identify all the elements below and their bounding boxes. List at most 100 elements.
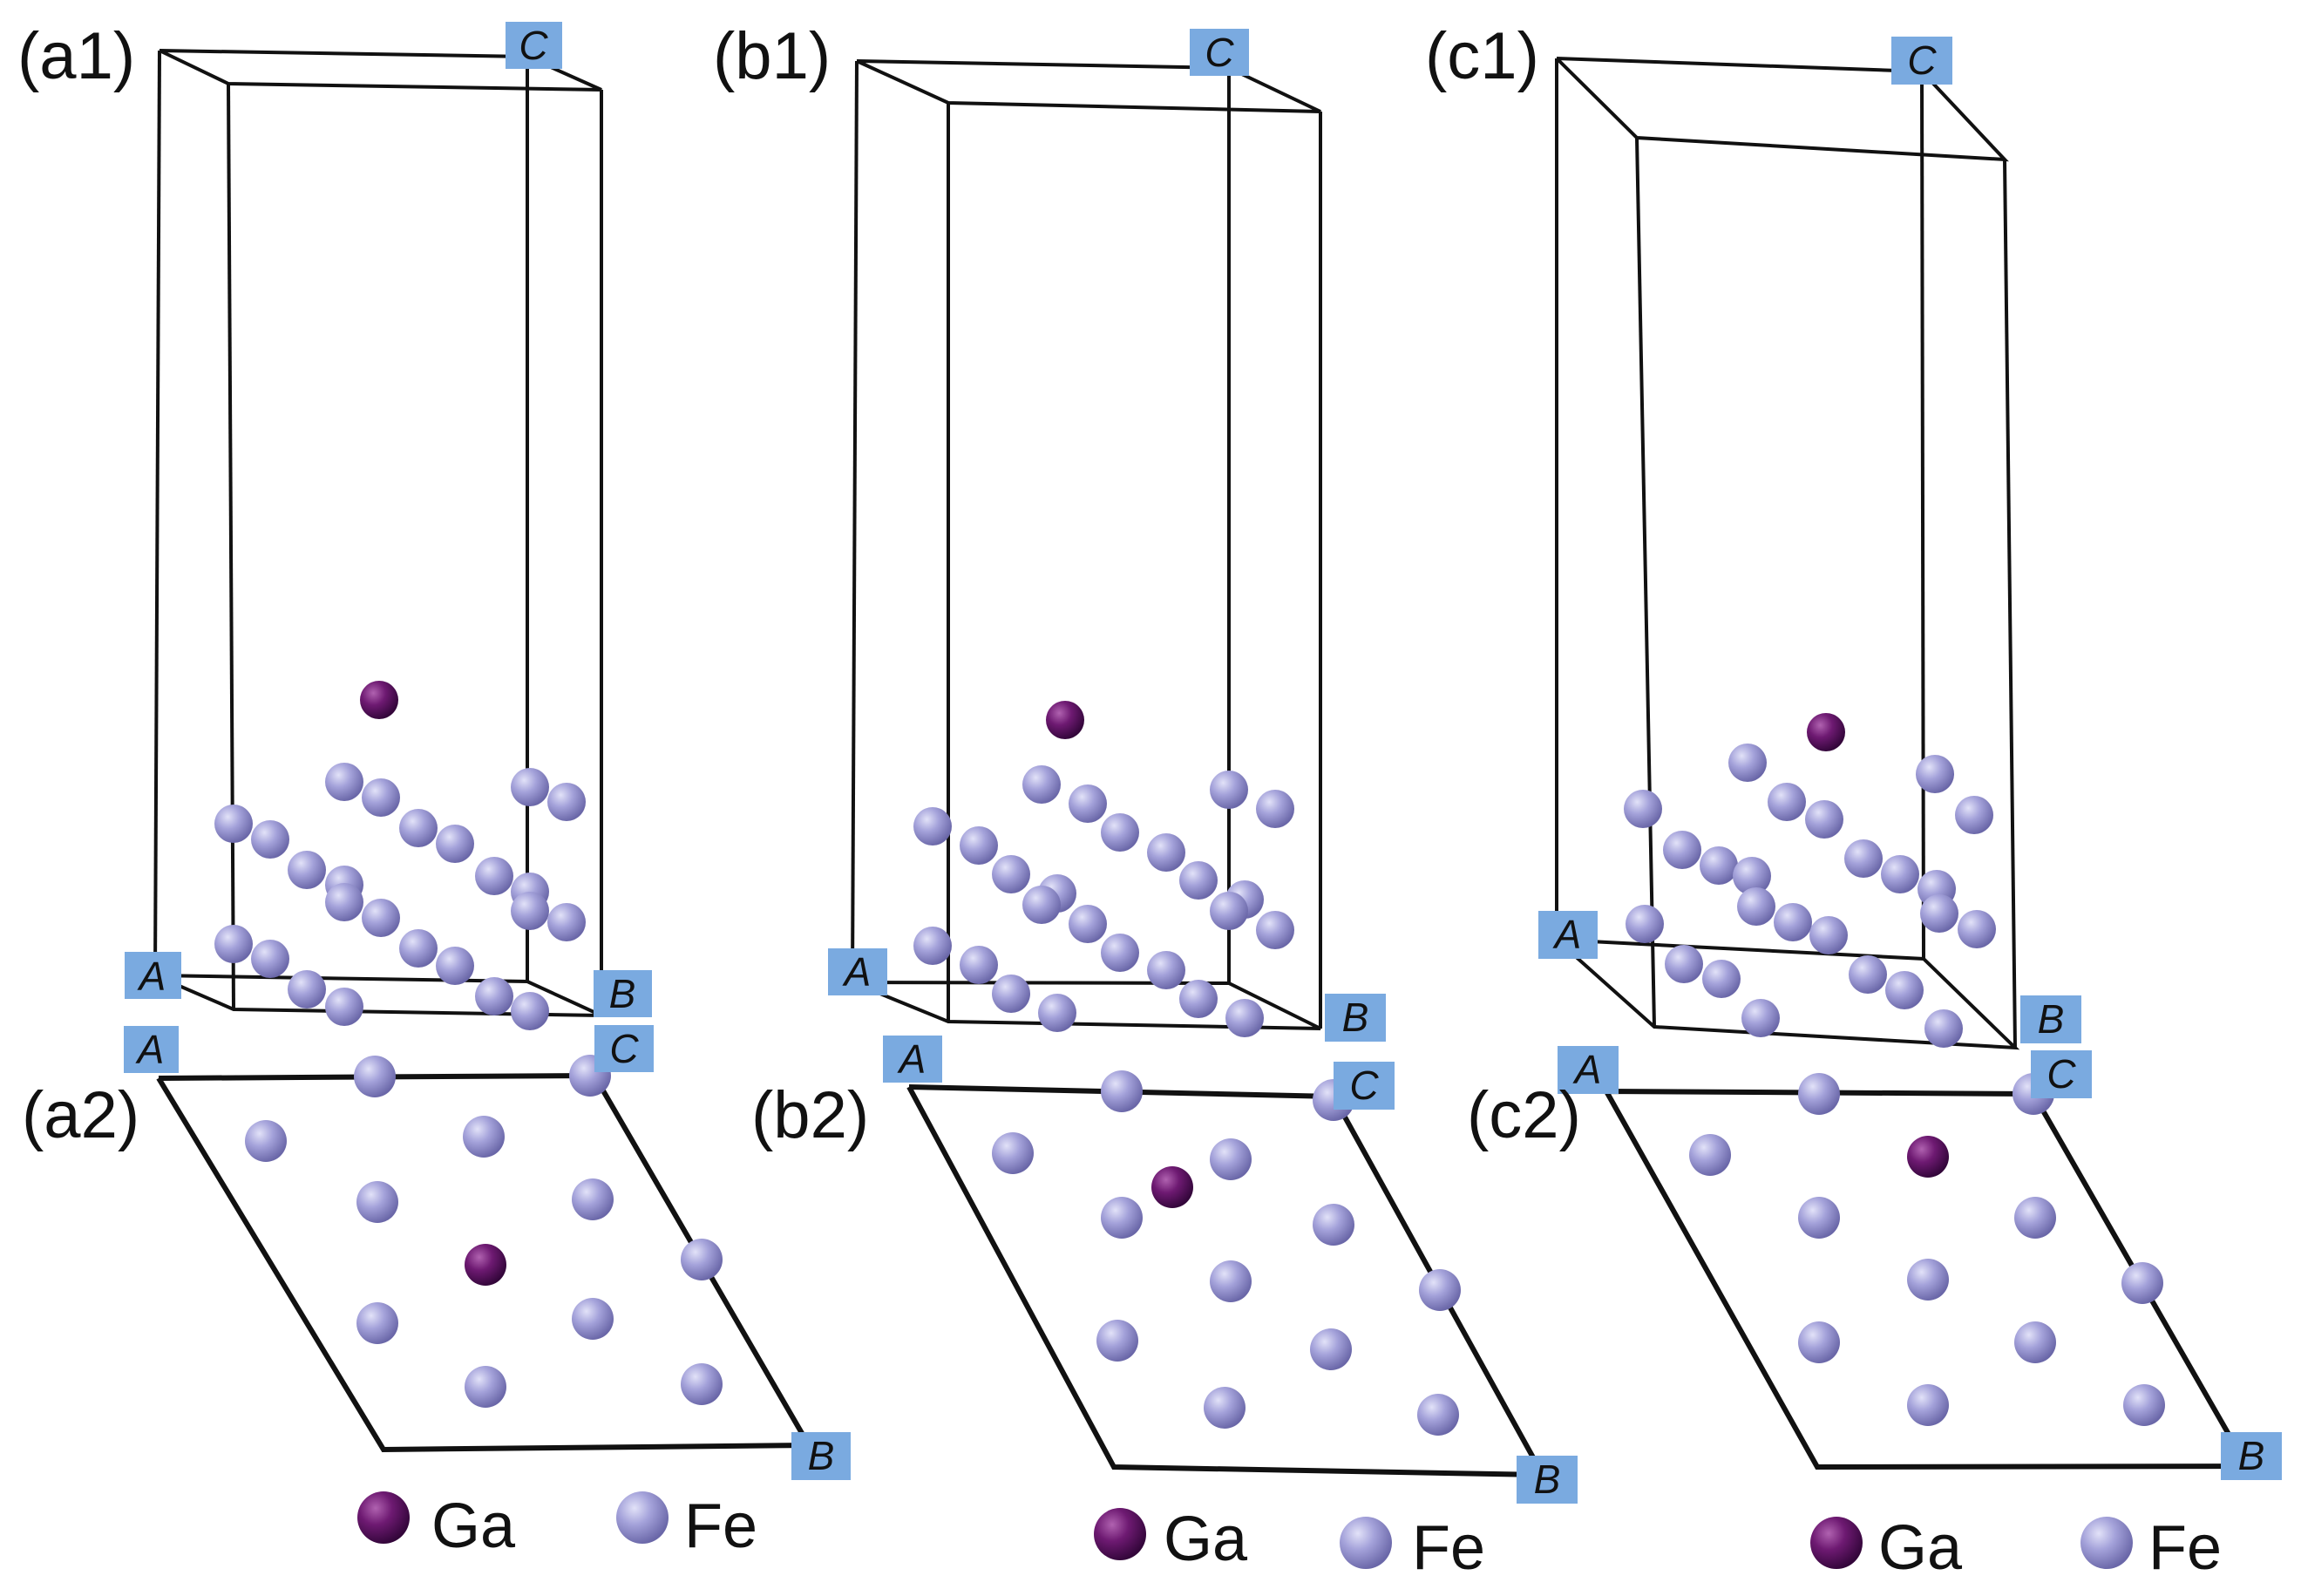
fe-atom (465, 1366, 506, 1408)
axis-tag-c-bottom: C (2031, 1050, 2092, 1098)
unit-cell-2d-a (156, 1055, 814, 1453)
fe-atom (1022, 765, 1061, 804)
fe-atom (913, 927, 952, 965)
legend-c: Ga Fe (1810, 1513, 2222, 1583)
svg-text:C: C (609, 1026, 639, 1071)
legend-a: Ga Fe (357, 1491, 757, 1561)
legend-b: Ga Fe (1094, 1504, 1485, 1583)
fe-atom (1924, 1009, 1963, 1048)
fe-atom (1798, 1073, 1840, 1115)
fe-atom (436, 947, 474, 985)
panel-label-b2: (b2) (751, 1078, 869, 1152)
svg-text:A: A (1552, 912, 1582, 957)
fe-atom (572, 1298, 614, 1340)
fe-atom (325, 883, 363, 921)
axis-tag-a-top: A (1538, 911, 1598, 959)
ga-legend-label: Ga (1164, 1504, 1248, 1574)
axis-tag-c-top: C (1891, 37, 1952, 85)
axis-tag-c-bottom: C (594, 1025, 654, 1072)
fe-atom (251, 940, 289, 978)
svg-text:C: C (1907, 37, 1937, 83)
axis-tag-c-top: C (1190, 29, 1249, 76)
fe-atom (251, 820, 289, 859)
svg-text:A: A (897, 1036, 927, 1082)
axis-tag-a-bottom: A (1558, 1046, 1619, 1094)
fe-legend-marker (616, 1491, 669, 1544)
svg-text:B: B (1534, 1457, 1561, 1502)
fe-atom (288, 970, 326, 1009)
unit-cell-3d-a (153, 49, 603, 1017)
fe-atom (1737, 887, 1775, 926)
fe-atom (547, 903, 586, 941)
fe-atom (1179, 980, 1218, 1018)
fe-atom (245, 1120, 287, 1162)
fe-atom (214, 925, 253, 963)
axis-tag-a-bottom: A (124, 1026, 179, 1073)
fe-atom (992, 1132, 1034, 1174)
ga-legend-marker (357, 1491, 410, 1544)
svg-text:B: B (2038, 996, 2065, 1042)
fe-atom (1663, 831, 1701, 869)
axis-tag-b-bottom: B (791, 1432, 851, 1480)
fe-atom (1313, 1204, 1354, 1246)
fe-atom (362, 899, 400, 937)
fe-atom (325, 988, 363, 1026)
svg-text:C: C (2046, 1051, 2076, 1097)
fe-atom (572, 1178, 614, 1220)
axis-tag-b-top: B (2020, 995, 2081, 1043)
fe-atom (1225, 999, 1264, 1037)
fe-atom (1147, 833, 1185, 872)
svg-text:B: B (609, 971, 636, 1016)
fe-atom (1101, 1070, 1143, 1112)
fe-atom (1147, 951, 1185, 989)
fe-atom (1907, 1384, 1949, 1426)
axis-tag-b-bottom: B (2221, 1432, 2282, 1480)
panel-label-c1: (c1) (1425, 19, 1539, 93)
fe-atom (913, 807, 952, 846)
fe-atom (1881, 855, 1919, 893)
fe-atom (362, 778, 400, 817)
axis-tag-c-bottom: C (1334, 1062, 1395, 1110)
fe-atom (463, 1116, 505, 1158)
fe-legend-label: Fe (2148, 1513, 2222, 1583)
fe-atom (547, 783, 586, 821)
fe-atom (1626, 905, 1664, 943)
fe-atom (511, 992, 549, 1030)
ga-atom (1151, 1166, 1193, 1208)
fe-atom (1256, 790, 1294, 828)
fe-atom (1022, 886, 1061, 924)
fe-atom (1101, 813, 1139, 852)
fe-atom (436, 825, 474, 863)
fe-legend-label: Fe (684, 1491, 757, 1561)
fe-atom (2121, 1262, 2163, 1304)
svg-text:B: B (808, 1433, 835, 1478)
ga-legend-label: Ga (1878, 1513, 1963, 1583)
fe-atom (356, 1181, 398, 1223)
fe-atom (1210, 1260, 1252, 1302)
svg-text:A: A (842, 949, 872, 995)
fe-atom (1768, 783, 1806, 821)
ga-atom (1907, 1136, 1949, 1178)
fe-atom (1417, 1394, 1459, 1436)
panel-a: A B C (a1) A (17, 19, 851, 1561)
fe-atom (2014, 1197, 2056, 1239)
fe-atom (1038, 994, 1076, 1032)
svg-text:A: A (1572, 1047, 1602, 1092)
fe-atom (511, 892, 549, 930)
unit-cell-3d-b (851, 59, 1322, 1030)
ga-legend-marker (1810, 1517, 1863, 1569)
fe-atom (1702, 960, 1741, 998)
fe-atom (511, 768, 549, 806)
fe-legend-marker (1340, 1517, 1392, 1569)
ga-legend-marker (1094, 1508, 1146, 1560)
fe-atom (1419, 1269, 1461, 1311)
panel-label-a2: (a2) (22, 1078, 139, 1152)
fe-atom (992, 975, 1030, 1013)
panel-c: A B C (c1) A (1425, 19, 2282, 1583)
fe-atom (1665, 945, 1703, 983)
fe-atom (1774, 903, 1812, 941)
fe-atom (1096, 1320, 1138, 1362)
fe-atom (992, 855, 1030, 893)
fe-atom (1700, 846, 1738, 885)
fe-atom (1689, 1134, 1731, 1176)
